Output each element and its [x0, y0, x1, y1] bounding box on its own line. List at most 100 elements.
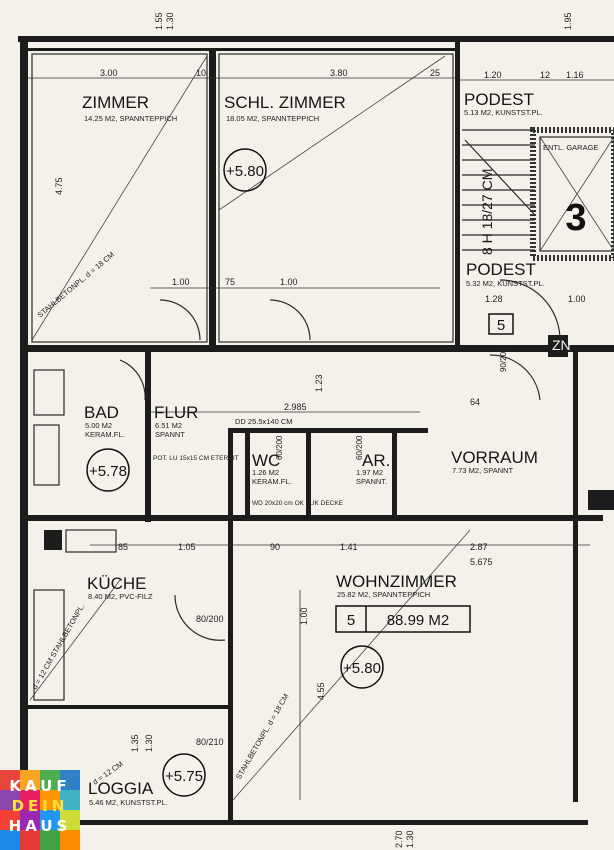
room-info-bad-floor: KERAM.FL. — [85, 430, 125, 439]
room-info-loggia: 5.46 M2, KUNSTST.PL. — [89, 798, 168, 807]
wall-left-outer — [20, 42, 28, 850]
stairs-label: 8 H 18/27 CM — [479, 169, 495, 255]
dimension-label: 4.55 — [316, 682, 326, 700]
wall-wc-top — [228, 428, 428, 433]
level-schlafzimmer: +5.80 — [226, 163, 264, 180]
wall-top-outer — [18, 36, 614, 42]
schlafzimmer-outline — [218, 53, 454, 343]
dimension-label: 12 — [540, 70, 550, 80]
dimension-label: 3.80 — [330, 68, 348, 78]
apartment-number: 5 — [347, 612, 355, 629]
level-wohnzimmer: +5.80 — [343, 660, 381, 677]
room-info-wohnzimmer: 25.82 M2, SPANNTEPPICH — [337, 590, 430, 599]
room-info-ar-area: 1.97 M2 — [356, 468, 383, 477]
wall-wc-inner — [245, 428, 250, 521]
garage-number: 3 — [565, 197, 586, 239]
logo-text: KAUF DEIN HAUS — [0, 776, 80, 836]
room-info-zimmer: 14.25 M2, SPANNTEPPICH — [84, 114, 177, 123]
room-name-schlafzimmer: SCHL. ZIMMER — [224, 93, 346, 112]
dimension-label-entry-door: 90/200 — [499, 347, 508, 372]
room-name-vorraum: VORRAUM — [451, 448, 538, 467]
wall-kueche-loggia — [28, 705, 228, 709]
note-duct-pot: POT. LU 15x15 CM ETERNIT — [153, 455, 239, 462]
wall-wc-left — [228, 428, 233, 521]
room-info-kueche: 8.40 M2, PVC-FILZ — [88, 592, 153, 601]
dimension-label-top-right: 1.95 — [563, 12, 573, 30]
apartment-area: 88.99 M2 — [387, 612, 450, 629]
zn-label: ZN — [552, 337, 571, 353]
dimension-label: 1.23 — [314, 374, 324, 392]
wohnzimmer-diagonal — [232, 529, 471, 801]
schlafzimmer-diagonal — [218, 55, 446, 211]
dimension-label: 80/200 — [196, 614, 224, 624]
room-name-wohnzimmer: WOHNZIMMER — [336, 572, 457, 591]
logo-line-2: DEIN — [11, 797, 69, 815]
wall-wc-right — [306, 428, 311, 521]
wall-stub-right — [588, 490, 614, 510]
room-info-flur-floor: SPANNT — [155, 430, 185, 439]
note-ceiling-top: STAHLBETONPL. d = 18 CM — [36, 250, 116, 320]
chimney — [44, 530, 62, 550]
dimension-label: 1.41 — [340, 542, 358, 552]
wall-middle — [28, 345, 614, 352]
room-name-loggia: LOGGIA — [88, 779, 154, 798]
room-name-bad: BAD — [84, 403, 119, 422]
room-info-wc-floor: KERAM.FL. — [252, 477, 292, 486]
dimension-label: 1.16 — [566, 70, 584, 80]
dimension-label: 2.985 — [284, 402, 307, 412]
dimension-label: 25 — [430, 68, 440, 78]
wall-lower — [28, 515, 603, 521]
note-duct-dd: DD 25.5x140 CM — [235, 417, 293, 426]
dimension-label-top-1: 1.55 — [154, 12, 164, 30]
dimension-label: 2.87 — [470, 542, 488, 552]
logo-line-1: KAUF — [9, 777, 71, 795]
wall-bad-flur — [145, 352, 151, 522]
dimension-label: 1.28 — [485, 294, 503, 304]
staircase — [462, 129, 536, 251]
dimension-label: 1.05 — [178, 542, 196, 552]
level-bad: +5.78 — [89, 463, 127, 480]
note-ceiling-kueche: d = 12 CM STAHLBETONPL. — [30, 602, 87, 691]
dimension-label-loggia-2: 1.30 — [144, 734, 154, 752]
door-arc-schlafzimmer — [269, 299, 311, 341]
level-marker — [86, 448, 130, 492]
logo-line-3: HAUS — [8, 817, 72, 835]
dimension-label: 1.00 — [172, 277, 190, 287]
room-info-podest-top: 5.13 M2, KUNSTST.PL. — [464, 108, 543, 117]
wall-zimmer-divider — [209, 50, 216, 350]
wall-right — [573, 352, 578, 802]
zimmer-diagonal — [31, 55, 208, 341]
wall-top-inner — [28, 48, 458, 51]
apartment-area-box — [335, 605, 471, 633]
dimension-label-bottom-2: 1.30 — [405, 830, 415, 848]
dimension-label: 75 — [225, 277, 235, 287]
room-name-wc: WC — [252, 451, 280, 470]
door-arc-kueche — [174, 594, 226, 641]
room-info-podest-bottom: 5.32 M2, KUNSTST.PL. — [466, 279, 545, 288]
level-marker — [223, 148, 267, 192]
room-info-schlafzimmer: 18.05 M2, SPANNTEPPICH — [226, 114, 319, 123]
wall-kueche-wohn — [228, 521, 233, 821]
room-name-podest-top: PODEST — [464, 90, 534, 109]
dimension-label-wc-door: 60/200 — [275, 435, 284, 460]
dimension-label: 3.00 — [100, 68, 118, 78]
room-name-kueche: KÜCHE — [87, 574, 147, 593]
dimension-label: 1.00 — [280, 277, 298, 287]
dimension-label: 1.00 — [299, 607, 309, 625]
dimension-label: 80/210 — [196, 737, 224, 747]
garage-box — [530, 127, 614, 261]
dimension-label-loggia-1: 1.35 — [130, 734, 140, 752]
kaufdeinhaus-logo — [0, 770, 80, 850]
dimension-label: 5.675 — [470, 557, 493, 567]
door-arc-zimmer — [159, 299, 201, 341]
kitchen-unit — [33, 589, 65, 701]
room-info-vorraum: 7.73 M2, SPANNT — [452, 466, 514, 475]
door-arc-bad — [119, 359, 146, 401]
level-marker — [162, 753, 206, 797]
room-name-podest-bottom: PODEST — [466, 260, 536, 279]
kitchen-counter — [65, 529, 117, 553]
dimension-label-ar-door: 60/200 — [355, 435, 364, 460]
room-info-bad-area: 5.00 M2 — [85, 421, 112, 430]
room-name-zimmer: ZIMMER — [82, 93, 149, 112]
